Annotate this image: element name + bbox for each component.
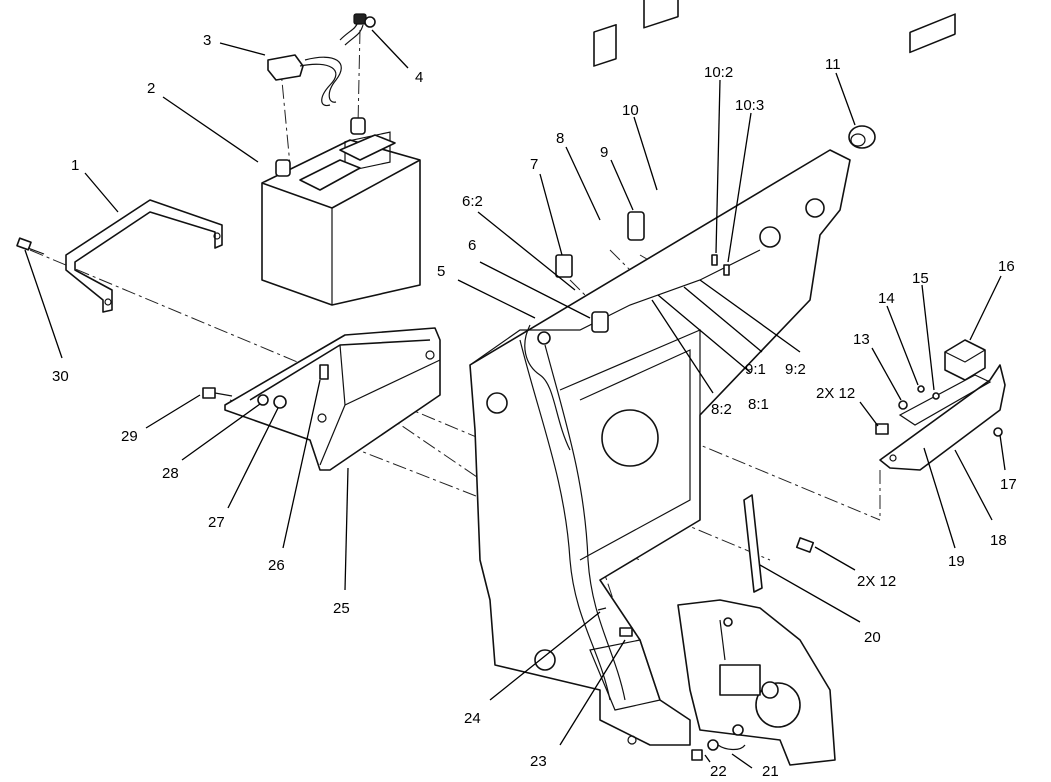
- callout-2x12-upper: 2X 12: [816, 385, 855, 402]
- callout-22: 22: [710, 763, 727, 780]
- callout-8-1: 8:1: [748, 396, 769, 413]
- callout-15: 15: [912, 270, 929, 287]
- callout-19: 19: [948, 553, 965, 570]
- callout-20: 20: [864, 629, 881, 646]
- relay-bracket: [879, 13, 1006, 471]
- callout-24: 24: [464, 710, 481, 727]
- main-frame: [469, 149, 851, 746]
- callout-10-3: 10:3: [735, 97, 764, 114]
- callout-9: 9: [600, 144, 608, 161]
- callout-8-2: 8:2: [711, 401, 732, 418]
- callout-10-2: 10:2: [704, 64, 733, 81]
- callout-13: 13: [853, 331, 870, 348]
- callout-21: 21: [762, 763, 779, 780]
- callout-11: 11: [825, 56, 841, 73]
- callout-26: 26: [268, 557, 285, 574]
- callout-2: 2: [147, 80, 155, 97]
- callout-28: 28: [162, 465, 179, 482]
- callout-6-2: 6:2: [462, 193, 483, 210]
- callout-23: 23: [530, 753, 547, 770]
- callout-3: 3: [203, 32, 211, 49]
- callout-30: 30: [52, 368, 69, 385]
- callout-6: 6: [468, 237, 476, 254]
- bolt-lower: [795, 537, 815, 553]
- battery-cables: [299, 13, 367, 107]
- battery: [261, 117, 421, 306]
- callout-9-1: 9:1: [745, 361, 766, 378]
- callout-2x12-lower: 2X 12: [857, 573, 896, 590]
- terminal-cover: [267, 54, 304, 81]
- relay-hardware: [875, 385, 1003, 437]
- battery-tray: [224, 327, 441, 471]
- callout-29: 29: [121, 428, 138, 445]
- callout-4: 4: [415, 69, 423, 86]
- bolt-part-30: [16, 237, 45, 255]
- callout-16: 16: [998, 258, 1015, 275]
- tray-hardware: [202, 364, 329, 409]
- callout-17: 17: [1000, 476, 1017, 493]
- callout-18: 18: [990, 532, 1007, 549]
- callout-14: 14: [878, 290, 895, 307]
- callout-25: 25: [333, 600, 350, 617]
- starter-motor: [677, 599, 836, 766]
- callout-9-2: 9:2: [785, 361, 806, 378]
- callout-8: 8: [556, 130, 564, 147]
- callout-7: 7: [530, 156, 538, 173]
- callout-5: 5: [437, 263, 445, 280]
- starter-hardware: [691, 724, 746, 761]
- wire-harness: [524, 324, 571, 451]
- callout-1: 1: [71, 157, 79, 174]
- leader-lines: [24, 29, 1006, 769]
- grommet: [848, 125, 876, 149]
- battery-hold-down-bracket: [65, 199, 223, 313]
- switch-components: [555, 0, 730, 333]
- terminal-nut: [364, 16, 376, 28]
- callout-10: 10: [622, 102, 639, 119]
- relay: [944, 339, 986, 381]
- callout-27: 27: [208, 514, 225, 531]
- cover-strip: [743, 494, 763, 593]
- callout-labels: 1 2 3 4 5 6 6:2 7 8 9 10 10:2 10:3 11 13…: [52, 32, 1017, 780]
- frame-grommets: [597, 607, 633, 637]
